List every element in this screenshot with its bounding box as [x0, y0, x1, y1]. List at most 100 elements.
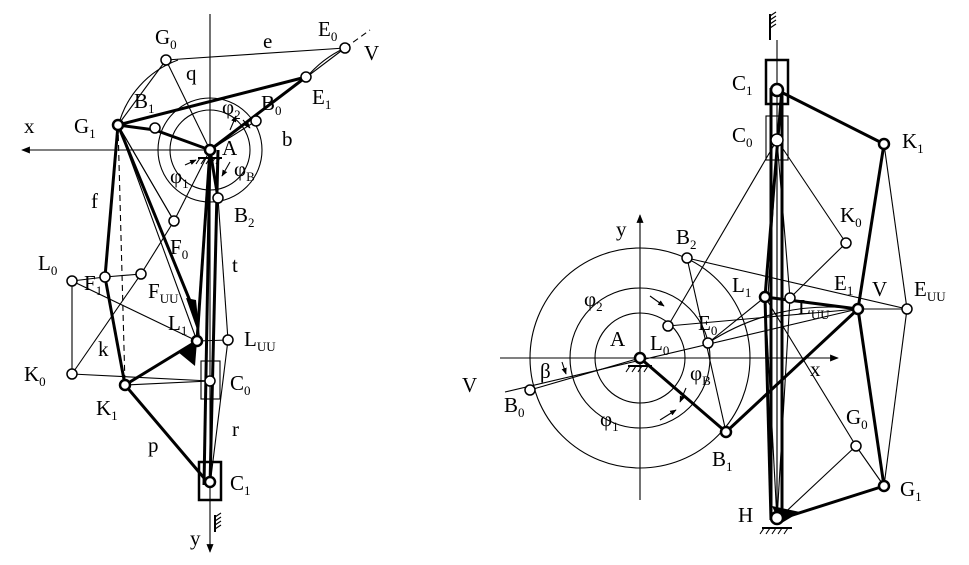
right-joint-LUU — [784, 292, 796, 304]
left-link-r: r — [232, 417, 239, 441]
left-gusset-upper — [186, 298, 200, 338]
right-label-C1: C1 — [732, 71, 753, 98]
left-label-F0: F0 — [170, 235, 188, 262]
left-joint-F0 — [168, 215, 180, 227]
right-joint-A — [633, 351, 647, 365]
left-joint-F1 — [99, 271, 111, 283]
left-joints — [66, 42, 351, 489]
right-label-E1: E1 — [834, 271, 853, 298]
right-label-H: H — [738, 503, 753, 527]
right-joint-H — [769, 510, 785, 526]
left-joint-C1 — [203, 475, 217, 489]
right-label-L1: L1 — [732, 273, 751, 300]
left-slider-C0 — [200, 360, 221, 400]
right-circle-inner — [594, 312, 686, 404]
right-joint-C0 — [770, 133, 784, 147]
left-joint-B2 — [212, 192, 224, 204]
right-joint-G0 — [850, 440, 862, 452]
left-label-A: A — [222, 136, 238, 160]
left-link-f: f — [91, 189, 98, 213]
right-label-C0: C0 — [732, 123, 753, 150]
right-label-EUU: EUU — [914, 277, 946, 304]
right-link-V-right: V — [872, 277, 887, 301]
left-link-q: q — [186, 61, 197, 85]
right-arrow-phi2 — [649, 295, 665, 307]
left-arrow-phiB — [221, 161, 231, 177]
right-link-V-left: V — [462, 373, 477, 397]
left-dashed-G1-K1 — [117, 124, 126, 386]
left-link-t: t — [232, 253, 238, 277]
left-label-B1: B1 — [134, 89, 155, 116]
right-joint-E0 — [702, 337, 714, 349]
left-label-K0: K0 — [24, 362, 46, 389]
left-axis-y-label: y — [190, 526, 201, 550]
left-link-b: b — [282, 127, 293, 151]
left-ground-bottom — [214, 512, 222, 532]
left-link-V: V — [364, 41, 379, 65]
right-circle-mid — [569, 287, 711, 429]
left-arrow-phi1 — [184, 159, 197, 166]
right-label-LUU: LUU — [798, 295, 830, 322]
left-joint-L1 — [190, 334, 204, 348]
left-label-LUU: LUU — [244, 327, 276, 354]
left-angle-phiB: φB — [234, 157, 255, 184]
right-ground-top — [769, 11, 777, 40]
left-joint-B0 — [250, 115, 262, 127]
right-axis-y-label: y — [616, 217, 627, 241]
right-axis-x-label: x — [810, 357, 821, 381]
right-label-A: A — [610, 327, 626, 351]
right-joint-K0 — [840, 237, 852, 249]
left-joint-C0 — [204, 375, 216, 387]
left-label-K1: K1 — [96, 396, 118, 423]
right-angle-phi1: φ1 — [600, 407, 619, 434]
left-slider-C1 — [197, 460, 223, 502]
left-link-e: e — [263, 29, 272, 53]
left-link-k: k — [98, 337, 109, 361]
left-joint-A — [203, 143, 217, 157]
right-label-B1: B1 — [712, 447, 733, 474]
left-mechanism: x y G0 E0 E1 B1 B0 G1 A B2 F0 L0 F1 FUU … — [21, 14, 379, 553]
right-joint-G1 — [877, 479, 891, 493]
left-label-F1: F1 — [84, 271, 102, 298]
right-angle-phiB: φB — [690, 361, 711, 388]
left-label-C1: C1 — [230, 471, 251, 498]
left-label-L1: L1 — [168, 311, 187, 338]
left-gusset-lower — [178, 341, 197, 366]
left-label-G1: G1 — [74, 114, 96, 141]
right-joint-B1 — [719, 425, 733, 439]
left-joint-G0 — [160, 54, 172, 66]
left-joint-L0 — [66, 275, 78, 287]
left-joint-LUU — [222, 334, 234, 346]
left-label-B0: B0 — [261, 91, 282, 118]
right-label-K0: K0 — [840, 203, 862, 230]
right-arrow-phi1 — [659, 409, 677, 421]
right-arrow-beta — [561, 361, 567, 375]
left-joint-G1 — [111, 118, 125, 132]
right-joint-EUU — [901, 303, 913, 315]
right-ground-A — [625, 365, 652, 373]
left-joint-B1 — [149, 122, 161, 134]
left-label-C0: C0 — [230, 371, 251, 398]
right-angle-phi2: φ2 — [584, 287, 603, 314]
right-label-B2: B2 — [676, 225, 697, 252]
left-angle-phi2: φ2 — [222, 95, 241, 122]
right-thick-links — [639, 87, 886, 522]
right-joint-C1 — [769, 82, 785, 98]
right-thin-links — [504, 139, 908, 521]
right-slider-C0 — [765, 115, 789, 161]
left-angle-phi1: φ1 — [170, 164, 189, 191]
right-label-L0: L0 — [650, 331, 669, 358]
right-circle-outer — [529, 247, 751, 469]
right-slider-C1 — [764, 58, 790, 106]
left-arrow-phi2 — [229, 115, 237, 131]
right-angle-beta: β — [540, 359, 551, 383]
left-label-B2: B2 — [234, 203, 255, 230]
left-axis-x-label: x — [24, 114, 35, 138]
right-ground-H — [759, 527, 792, 535]
left-joint-E0 — [339, 42, 351, 54]
right-joint-K1 — [877, 137, 891, 151]
right-joint-B0 — [524, 384, 536, 396]
left-link-p: p — [148, 433, 159, 457]
right-joint-B2 — [681, 252, 693, 264]
